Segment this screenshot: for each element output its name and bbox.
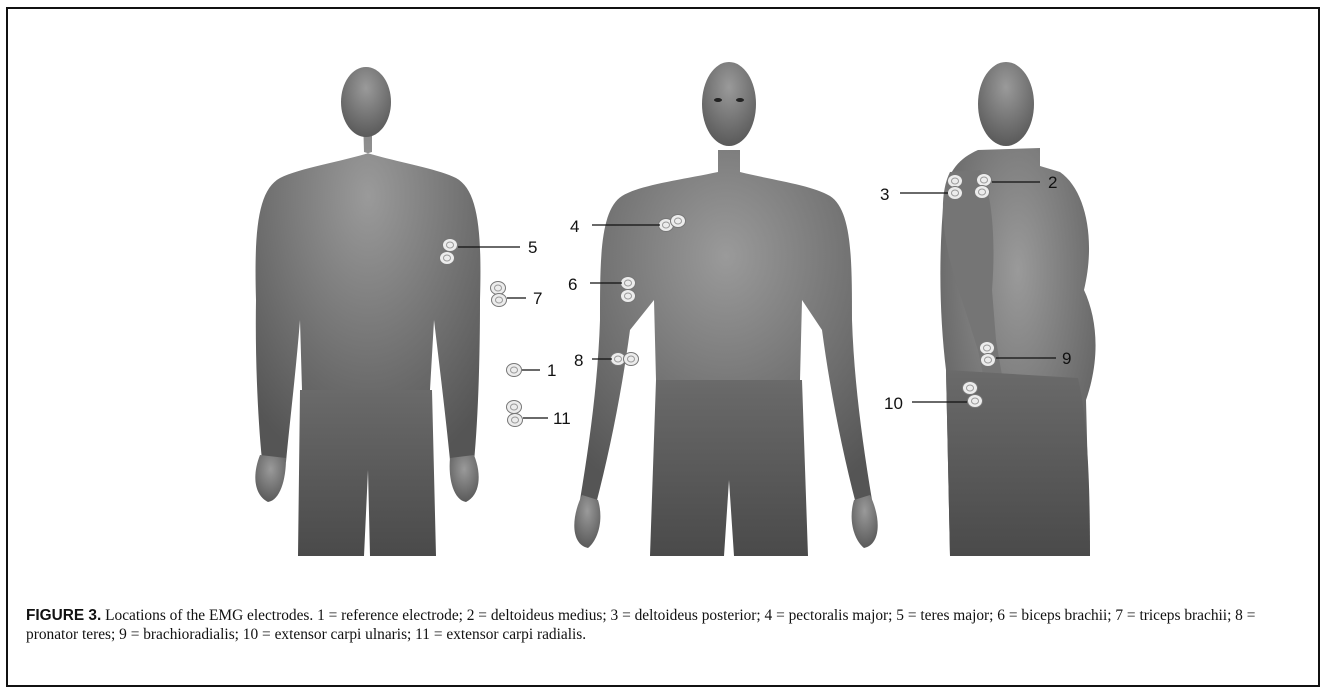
electrode-label-1: 1 — [547, 361, 556, 380]
electrode-label-10: 10 — [884, 394, 903, 413]
side-head — [978, 62, 1034, 146]
front-view: 4 6 8 — [568, 62, 878, 556]
electrode-label-5: 5 — [528, 238, 537, 257]
front-hand-right — [852, 495, 878, 548]
back-head — [341, 67, 391, 137]
electrode-label-3: 3 — [880, 185, 889, 204]
side-shorts — [946, 370, 1090, 556]
electrode-label-2: 2 — [1048, 173, 1057, 192]
side-view: 3 2 9 10 — [880, 62, 1096, 556]
figure-caption-label: FIGURE 3. — [26, 607, 101, 624]
back-hand-right — [450, 455, 479, 502]
electrode-label-11: 11 — [553, 409, 571, 428]
front-eye-right — [736, 98, 744, 102]
front-hand-left — [574, 495, 600, 548]
figure-caption: FIGURE 3. Locations of the EMG electrode… — [26, 606, 1296, 644]
emg-electrode-figure: 5 7 1 11 4 6 — [0, 0, 1328, 600]
electrode-label-6: 6 — [568, 275, 577, 294]
front-shorts — [650, 380, 808, 556]
figure-caption-text: Locations of the EMG electrodes. 1 = ref… — [26, 607, 1255, 643]
back-shorts — [298, 390, 436, 556]
back-view: 5 7 1 11 — [255, 67, 570, 556]
front-eye-left — [714, 98, 722, 102]
electrode-label-4: 4 — [570, 217, 579, 236]
electrode-label-8: 8 — [574, 351, 583, 370]
back-hand-left — [255, 455, 286, 502]
electrode-label-9: 9 — [1062, 349, 1071, 368]
front-head — [702, 62, 756, 146]
electrode-label-7: 7 — [533, 289, 542, 308]
electrode-1 — [507, 364, 522, 377]
electrode-7 — [491, 282, 507, 307]
electrode-11 — [507, 401, 523, 427]
